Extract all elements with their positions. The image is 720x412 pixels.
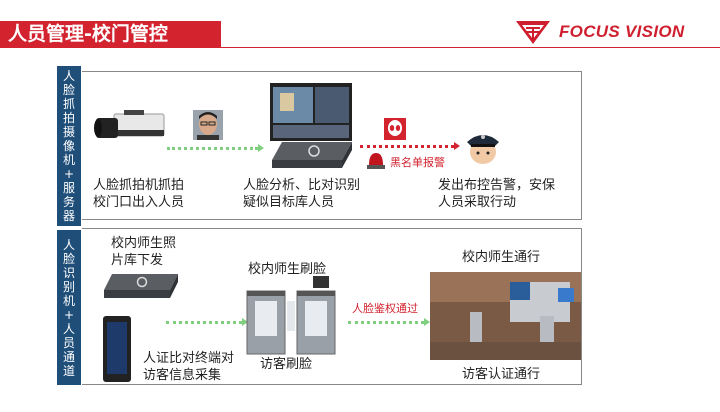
step2-line1: 人脸分析、比对识别: [243, 178, 361, 193]
turnstile-icon: [246, 276, 336, 355]
section-label-char: 机: [62, 153, 75, 167]
section-label-char: 脸: [62, 83, 75, 97]
step1-line1: 人脸抓拍机抓拍: [93, 178, 185, 193]
step1-line2: 校门口出入人员: [93, 195, 185, 210]
step3-line1: 发出布控告警，安保: [438, 178, 556, 193]
page-title: 人员管理-校门管控: [0, 21, 221, 48]
section-label-char: 人: [62, 69, 75, 83]
alarm-arrow: [360, 142, 460, 150]
section-label-char: 像: [62, 139, 75, 153]
section-label-char: 通: [62, 349, 75, 364]
siren-icon: [367, 153, 385, 169]
focus-vision-logo-icon: [516, 21, 550, 44]
section-label-char: 摄: [62, 125, 75, 139]
gate-photo-icon: [430, 272, 581, 360]
section-label-char: 器: [62, 209, 75, 223]
section-label-char: 人: [62, 321, 75, 336]
section-label-char: 机: [62, 293, 75, 308]
section-label-char: +: [63, 167, 75, 181]
auth-label: 人脸鉴权通过: [352, 302, 418, 315]
visitor-terminal-line1: 人证比对终端对: [143, 351, 235, 366]
section-label-char: 识: [62, 265, 75, 280]
section-label-recognition: 人脸识别机+人员通道: [57, 230, 81, 385]
flow-arrow-2: [166, 318, 248, 326]
flow-arrow-3: [348, 318, 430, 326]
section-label-char: 道: [62, 363, 75, 378]
title-divider: [0, 47, 720, 48]
pass-top-label: 校内师生通行: [462, 250, 541, 265]
flow-arrow-1: [167, 144, 264, 152]
step3-line2: 人员采取行动: [438, 195, 517, 210]
section-label-char: 务: [62, 195, 75, 209]
tablet-terminal-icon: [103, 316, 131, 382]
brand-logo: FOCUS VISION: [515, 18, 715, 46]
brand-name: FOCUS VISION: [559, 22, 685, 41]
section-label-capture: 人脸抓拍摄像机+服务器: [57, 66, 81, 226]
gate-top-label: 校内师生刷脸: [248, 262, 327, 277]
camera-icon: [94, 110, 165, 138]
step2-line2: 疑似目标库人员: [243, 195, 335, 210]
photo-dispatch-line1: 校内师生照: [111, 236, 177, 251]
police-icon: [467, 135, 499, 164]
section-label-char: 抓: [62, 97, 75, 111]
section-label-char: 拍: [62, 111, 75, 125]
visitor-terminal-line2: 访客信息采集: [143, 368, 222, 383]
alien-icon: [384, 118, 406, 140]
section-label-char: 员: [62, 335, 75, 350]
section-label-char: 服: [62, 181, 75, 195]
server-icon: [104, 274, 178, 298]
gate-bottom-label: 访客刷脸: [260, 357, 313, 372]
section-label-char: +: [63, 307, 75, 322]
section-label-char: 人: [62, 237, 75, 252]
alarm-label: 黑名单报警: [390, 156, 445, 169]
monitor-screen-icon: [270, 83, 352, 141]
section-label-char: 别: [62, 279, 75, 294]
face-photo-icon: [193, 110, 223, 140]
server-icon: [272, 142, 352, 168]
photo-dispatch-line2: 片库下发: [111, 253, 164, 268]
section-label-char: 脸: [62, 251, 75, 266]
pass-bottom-label: 访客认证通行: [462, 367, 541, 382]
